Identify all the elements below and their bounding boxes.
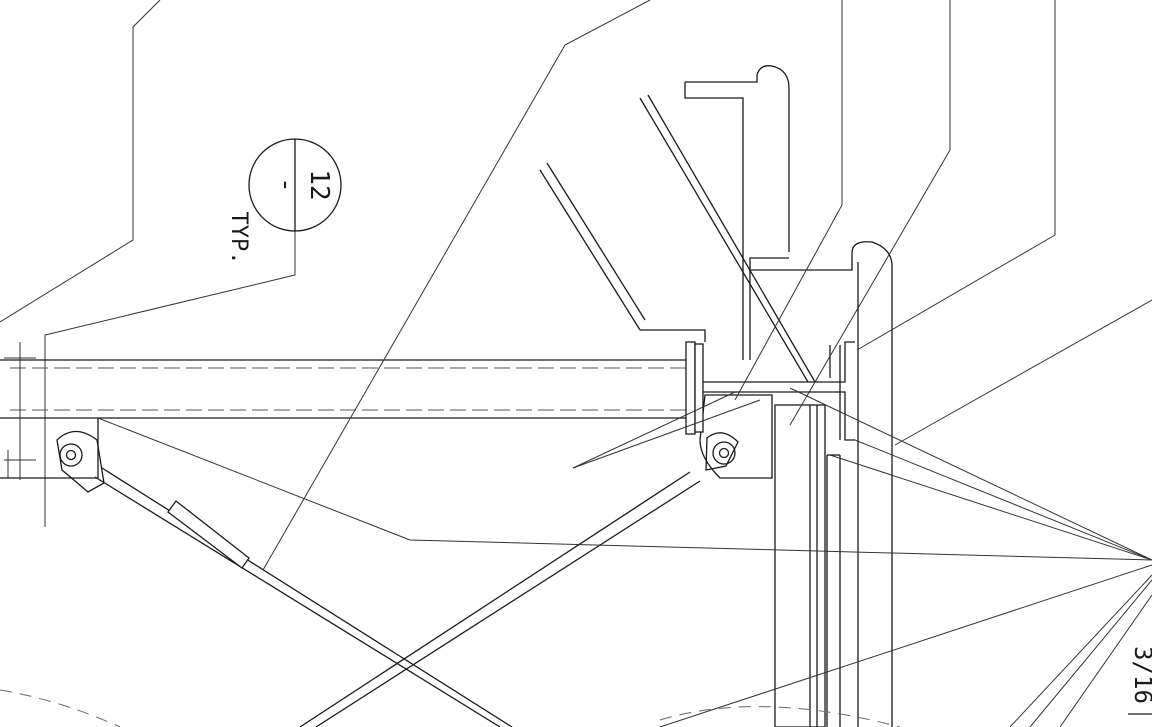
detail-callout: 12 - TYP.	[226, 138, 342, 265]
weld-size-label: 3/16	[1129, 646, 1152, 704]
turnbuckle	[167, 500, 250, 569]
right-clevis-eye	[699, 394, 773, 479]
left-clevis-eye	[56, 430, 105, 493]
typical-note: TYP.	[226, 212, 251, 265]
dashed-arc-right	[659, 706, 901, 727]
tie-rod-right-to-left	[299, 471, 701, 727]
leader-line-top-left	[0, 0, 161, 323]
diagonal-members	[539, 94, 816, 383]
leader-lines	[97, 0, 1152, 727]
leader-line-detail-ref	[44, 232, 296, 527]
connection-plates	[685, 341, 855, 441]
vertical-column	[774, 404, 841, 727]
detail-sheet: -	[271, 177, 301, 193]
dashed-arc-left	[0, 689, 121, 727]
horizontal-beam	[0, 342, 688, 480]
tie-rod-left-to-right	[94, 467, 513, 727]
upper-bracket	[684, 65, 893, 727]
detail-number: 12	[304, 169, 334, 200]
